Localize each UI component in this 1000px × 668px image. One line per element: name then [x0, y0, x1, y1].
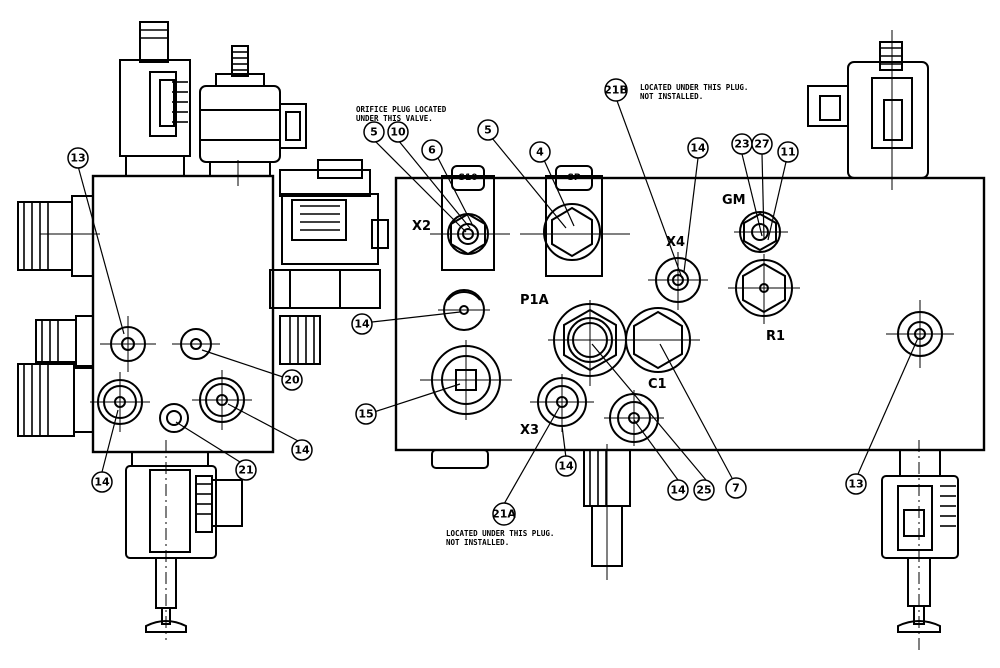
svg-text:5: 5 [484, 124, 492, 137]
right-top-solenoid [807, 30, 929, 190]
callout-left-13: 13 [67, 147, 89, 169]
callout-15: 15 [355, 403, 377, 425]
svg-text:4: 4 [536, 146, 544, 159]
port-r1 [728, 254, 800, 324]
callout-23: 23 [731, 133, 753, 155]
leader-lines [77, 97, 919, 505]
callout-13-right: 13 [845, 473, 867, 495]
callout-27: 27 [751, 133, 773, 155]
callout-14-bottom: 14 [555, 455, 577, 477]
port-c1 [604, 390, 664, 446]
svg-text:14: 14 [354, 318, 370, 331]
callouts: 13 20 14 21 14 5 10 6 5 4 21B 14 23 27 1… [67, 78, 867, 526]
notes: ORIFICE PLUG LOCATED UNDER THIS VALVE. L… [356, 83, 748, 547]
svg-text:27: 27 [754, 138, 769, 151]
label-x3: X3 [520, 423, 539, 438]
callout-10: 10 [387, 121, 409, 143]
label-p1a: P1A [520, 293, 549, 308]
label-x2: X2 [412, 219, 431, 234]
cartridge-caps: S10 SP [458, 173, 580, 183]
svg-text:20: 20 [284, 374, 300, 387]
front-view [394, 30, 986, 650]
svg-text:7: 7 [732, 482, 740, 495]
callout-4: 4 [529, 141, 551, 163]
svg-text:21A: 21A [492, 508, 516, 521]
port-right [886, 300, 954, 368]
svg-text:15: 15 [358, 408, 373, 421]
front-bottom-fittings [431, 444, 631, 580]
callout-6: 6 [421, 139, 443, 161]
port-p1a [548, 300, 700, 386]
left-fittings [17, 195, 94, 437]
callout-21b: 21B [604, 78, 628, 102]
callout-left-21: 21 [235, 459, 257, 481]
svg-text:13: 13 [70, 152, 85, 165]
port-x3 [530, 374, 594, 432]
callout-11: 11 [777, 141, 799, 163]
left-block-ports [40, 160, 252, 433]
label-gm: GM [722, 193, 746, 208]
note-plug-bottom-line2: NOT INSTALLED. [446, 538, 509, 547]
cartridge-valve-s10 [430, 165, 510, 271]
svg-text:21: 21 [238, 464, 253, 477]
callout-left-20: 20 [281, 369, 303, 391]
left-top-solenoid [119, 21, 191, 177]
left-side-view [17, 21, 389, 640]
svg-text:14: 14 [670, 484, 686, 497]
port-c1-main [625, 307, 691, 373]
svg-text:6: 6 [428, 144, 436, 157]
svg-text:14: 14 [94, 476, 110, 489]
cartridge-valve-sp [520, 165, 630, 277]
callout-14-mid: 14 [351, 313, 373, 335]
svg-text:13: 13 [848, 478, 863, 491]
port-labels: X2 X4 P1A X3 C1 GM R1 [412, 193, 785, 438]
svg-text:21B: 21B [604, 84, 628, 97]
callout-5a: 5 [363, 121, 385, 143]
callout-21a: 21A [492, 502, 516, 526]
note-plug-top-line2: NOT INSTALLED. [640, 92, 703, 101]
svg-text:25: 25 [696, 484, 711, 497]
svg-text:5: 5 [370, 126, 378, 139]
front-manifold-block [394, 176, 986, 452]
callout-14-top: 14 [687, 137, 709, 159]
note-plug-bottom-line1: LOCATED UNDER THIS PLUG. [446, 529, 554, 538]
port-mid-left [438, 289, 490, 331]
port-large-left [420, 340, 512, 420]
callout-7: 7 [725, 477, 747, 499]
port-x4 [648, 252, 708, 310]
left-top-coil [199, 45, 307, 177]
svg-text:14: 14 [294, 444, 310, 457]
svg-text:10: 10 [390, 126, 406, 139]
callout-25: 25 [693, 479, 715, 501]
note-orifice-line2: UNDER THIS VALVE. [356, 114, 433, 123]
label-r1: R1 [766, 329, 785, 344]
svg-text:14: 14 [690, 142, 706, 155]
callout-left-14a: 14 [91, 471, 113, 493]
label-c1: C1 [648, 377, 667, 392]
left-side-connector [269, 159, 389, 365]
right-bottom-solenoid [881, 440, 959, 650]
port-gm [734, 211, 788, 253]
left-bottom-stack [125, 440, 243, 640]
cap-sp: SP [567, 173, 580, 183]
callout-5b: 5 [477, 119, 499, 141]
callout-14-right: 14 [667, 479, 689, 501]
svg-text:14: 14 [558, 460, 574, 473]
note-plug-top-line1: LOCATED UNDER THIS PLUG. [640, 83, 748, 92]
note-orifice-line1: ORIFICE PLUG LOCATED [356, 105, 447, 114]
cap-s10: S10 [458, 173, 477, 183]
svg-text:11: 11 [780, 146, 795, 159]
svg-text:23: 23 [734, 138, 749, 151]
callout-left-14b: 14 [291, 439, 313, 461]
